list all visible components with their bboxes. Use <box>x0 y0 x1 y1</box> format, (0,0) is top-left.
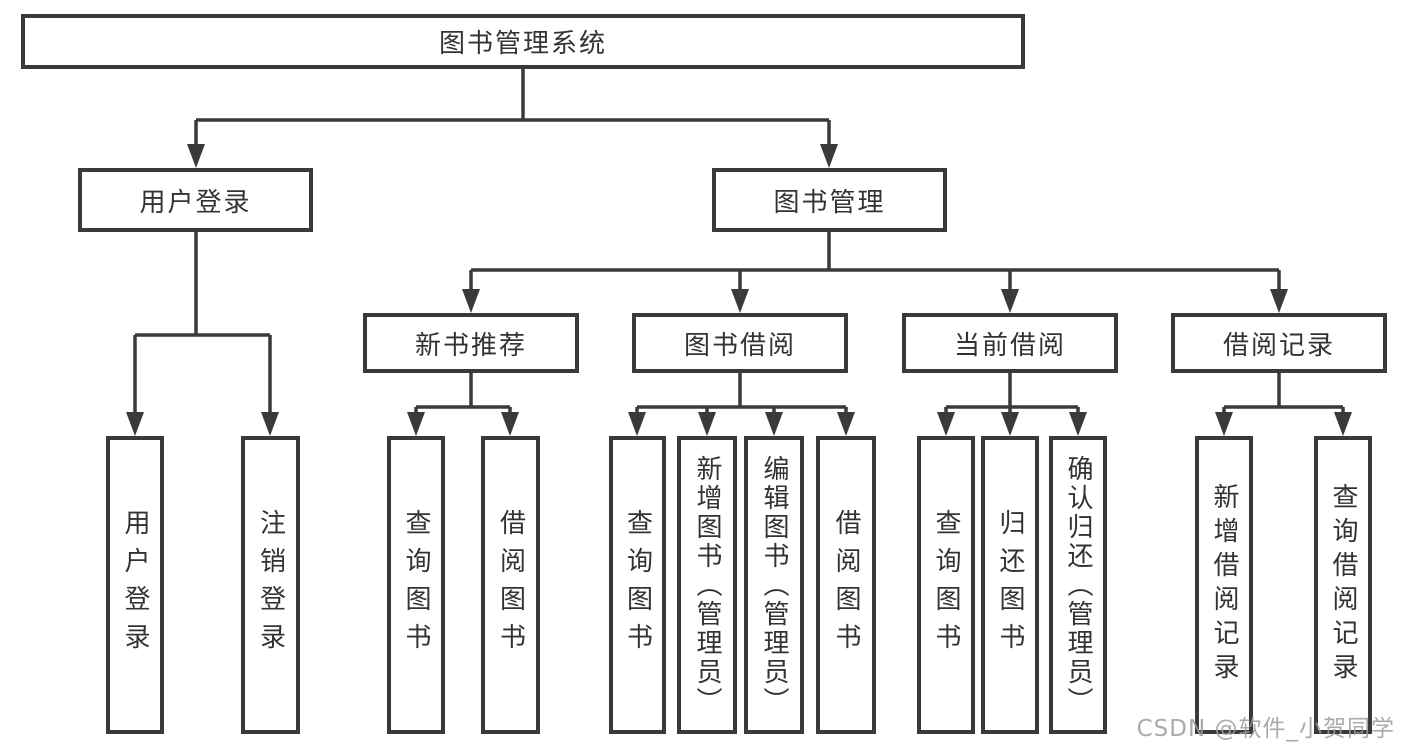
arrowhead <box>765 412 783 436</box>
connector-newbook-to-children <box>414 373 512 414</box>
leaf-borrow-book-label: 借阅图书 <box>831 509 861 661</box>
leaf-query-book-current-label: 查询图书 <box>931 509 961 661</box>
connector-current-to-children <box>944 373 1080 414</box>
arrowhead <box>1069 412 1087 436</box>
leaf-query-borrow-record: 查询借阅记录 <box>1314 436 1372 734</box>
arrowhead <box>698 412 716 436</box>
node-user-login-label: 用户登录 <box>139 187 252 218</box>
leaf-add-book-admin-label: 新增图书（管理员） <box>692 454 722 716</box>
leaf-borrow-book-newrec-label: 借阅图书 <box>495 509 526 661</box>
leaf-logout: 注销登录 <box>241 436 300 734</box>
arrowhead <box>628 412 646 436</box>
leaf-borrow-book: 借阅图书 <box>816 436 876 734</box>
connector-borrow-to-children <box>635 373 848 414</box>
leaf-return-book-label: 归还图书 <box>995 509 1025 661</box>
arrowhead <box>501 412 519 436</box>
node-new-book-recommend: 新书推荐 <box>363 313 579 373</box>
node-book-management: 图书管理 <box>712 168 947 232</box>
arrowhead <box>126 412 144 436</box>
node-borrow-records: 借阅记录 <box>1171 313 1387 373</box>
node-book-management-label: 图书管理 <box>773 187 886 218</box>
node-user-login: 用户登录 <box>78 168 313 232</box>
node-root: 图书管理系统 <box>21 14 1025 69</box>
leaf-user-login: 用户登录 <box>106 436 164 734</box>
arrowhead <box>462 289 480 313</box>
leaf-user-login-label: 用户登录 <box>120 509 150 661</box>
arrowhead <box>731 289 749 313</box>
leaf-edit-book-admin-label: 编辑图书（管理员） <box>759 454 789 716</box>
leaf-query-borrow-record-label: 查询借阅记录 <box>1328 483 1358 687</box>
arrowhead <box>1001 412 1019 436</box>
leaf-borrow-book-newrec: 借阅图书 <box>481 436 540 734</box>
connector-mgmt-to-children <box>469 232 1281 291</box>
node-new-book-recommend-label: 新书推荐 <box>414 330 527 361</box>
leaf-return-book: 归还图书 <box>981 436 1039 734</box>
arrowhead <box>1334 412 1352 436</box>
arrowhead <box>1270 289 1288 313</box>
leaf-query-book-newrec-label: 查询图书 <box>401 509 431 661</box>
csdn-watermark: CSDN @软件_小贺同学 <box>1136 716 1395 742</box>
arrowhead <box>837 412 855 436</box>
leaf-query-book-newrec: 查询图书 <box>387 436 445 734</box>
node-current-borrowing: 当前借阅 <box>902 313 1118 373</box>
node-book-borrowing-label: 图书借阅 <box>683 330 796 361</box>
arrowhead <box>820 144 838 168</box>
connector-records-to-children <box>1222 373 1345 414</box>
node-borrow-records-label: 借阅记录 <box>1222 330 1335 361</box>
leaf-add-borrow-record: 新增借阅记录 <box>1195 436 1253 734</box>
arrowhead <box>1215 412 1233 436</box>
arrowhead <box>407 412 425 436</box>
connector-root-to-level2 <box>194 69 831 146</box>
connector-login-to-children <box>133 232 272 414</box>
leaf-edit-book-admin: 编辑图书（管理员） <box>744 436 804 734</box>
node-current-borrowing-label: 当前借阅 <box>953 330 1066 361</box>
leaf-add-borrow-record-label: 新增借阅记录 <box>1209 483 1239 687</box>
arrowhead <box>261 412 279 436</box>
leaf-query-book-borrow: 查询图书 <box>609 436 666 734</box>
leaf-confirm-return-admin-label: 确认归还（管理员） <box>1063 454 1093 716</box>
node-book-borrowing: 图书借阅 <box>632 313 848 373</box>
leaf-add-book-admin: 新增图书（管理员） <box>677 436 737 734</box>
leaf-query-book-current: 查询图书 <box>917 436 975 734</box>
arrowhead <box>187 144 205 168</box>
arrowhead <box>1001 289 1019 313</box>
node-root-label: 图书管理系统 <box>438 29 607 59</box>
leaf-confirm-return-admin: 确认归还（管理员） <box>1049 436 1107 734</box>
leaf-query-book-borrow-label: 查询图书 <box>622 509 653 661</box>
arrowhead <box>937 412 955 436</box>
leaf-logout-label: 注销登录 <box>255 509 286 661</box>
